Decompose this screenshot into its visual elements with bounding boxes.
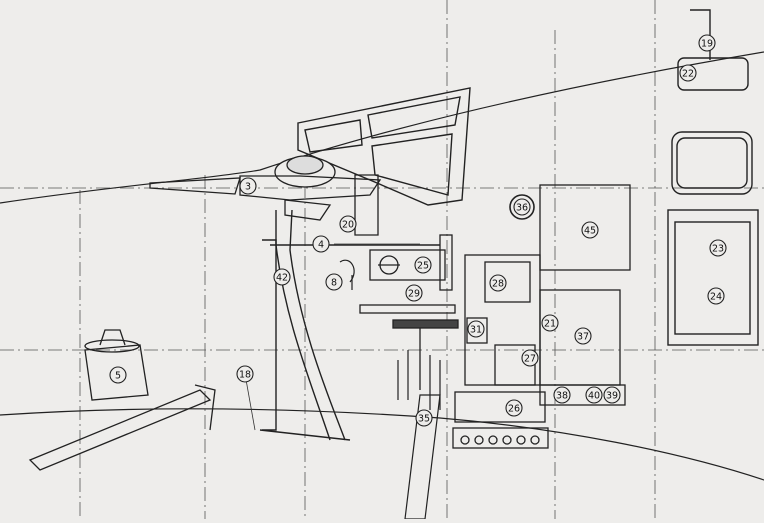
callout-label-35: 35 — [418, 414, 430, 425]
callout-label-45: 45 — [584, 226, 596, 237]
callout-circle-25 — [414, 256, 432, 274]
callout-circle-23 — [709, 239, 727, 257]
callout-circle-18 — [236, 365, 254, 383]
callout-ring-36 — [509, 194, 535, 220]
rivet-holes — [460, 435, 540, 445]
callout-label-18: 18 — [239, 370, 251, 381]
canopy-frame — [297, 87, 471, 206]
callout-circle-28 — [489, 274, 507, 292]
callout-circle-3 — [239, 177, 257, 195]
control-column — [259, 209, 440, 441]
callout-circle-35 — [415, 409, 433, 427]
callout-label-28: 28 — [492, 279, 504, 290]
callout-circle-39 — [603, 386, 621, 404]
callout-circle-42 — [273, 268, 291, 286]
callout-label-21: 21 — [544, 319, 556, 330]
callout-circle-8 — [325, 273, 343, 291]
callout-label-22: 22 — [682, 69, 694, 80]
callout-circle-19 — [698, 34, 716, 52]
central-panel — [464, 184, 631, 386]
callout-circle-29 — [405, 284, 423, 302]
leader-lines — [244, 243, 420, 431]
callout-label-40: 40 — [588, 391, 600, 402]
callout-label-8: 8 — [331, 278, 337, 289]
callout-circle-4 — [312, 235, 330, 253]
throttle-lever — [339, 259, 355, 290]
callout-label-20: 20 — [342, 220, 354, 231]
lower-fuselage-line — [0, 408, 764, 481]
callout-circle-37 — [574, 327, 592, 345]
callout-label-26: 26 — [508, 404, 520, 415]
callout-label-5: 5 — [115, 371, 121, 382]
callout-label-19: 19 — [701, 39, 713, 50]
callout-circle-31 — [467, 320, 485, 338]
callout-label-4: 4 — [318, 240, 324, 251]
callout-circle-36 — [513, 198, 531, 216]
tray-assembly — [359, 304, 459, 390]
callout-label-29: 29 — [408, 289, 420, 300]
callout-label-39: 39 — [606, 391, 618, 402]
callout-circle-45 — [581, 221, 599, 239]
control-arm — [149, 155, 382, 236]
callout-circle-21 — [541, 314, 559, 332]
callout-label-25: 25 — [417, 261, 429, 272]
instrument-box — [369, 234, 453, 291]
callout-label-42: 42 — [276, 273, 288, 284]
callout-label-27: 27 — [524, 354, 536, 365]
callout-circle-40 — [585, 386, 603, 404]
callout-circle-38 — [553, 386, 571, 404]
callout-circle-20 — [339, 215, 357, 233]
callout-circle-5 — [109, 366, 127, 384]
callout-circle-27 — [521, 349, 539, 367]
callout-label-36: 36 — [516, 203, 528, 214]
oxygen-cylinder — [28, 329, 216, 471]
callout-circle-24 — [707, 287, 725, 305]
callout-circle-26 — [505, 399, 523, 417]
callout-label-3: 3 — [245, 182, 251, 193]
callout-label-37: 37 — [577, 332, 589, 343]
callout-label-23: 23 — [712, 244, 724, 255]
callout-label-24: 24 — [710, 292, 722, 303]
callout-label-38: 38 — [556, 391, 568, 402]
callout-circle-22 — [679, 64, 697, 82]
equipment-row — [452, 384, 626, 449]
callout-label-31: 31 — [470, 325, 482, 336]
